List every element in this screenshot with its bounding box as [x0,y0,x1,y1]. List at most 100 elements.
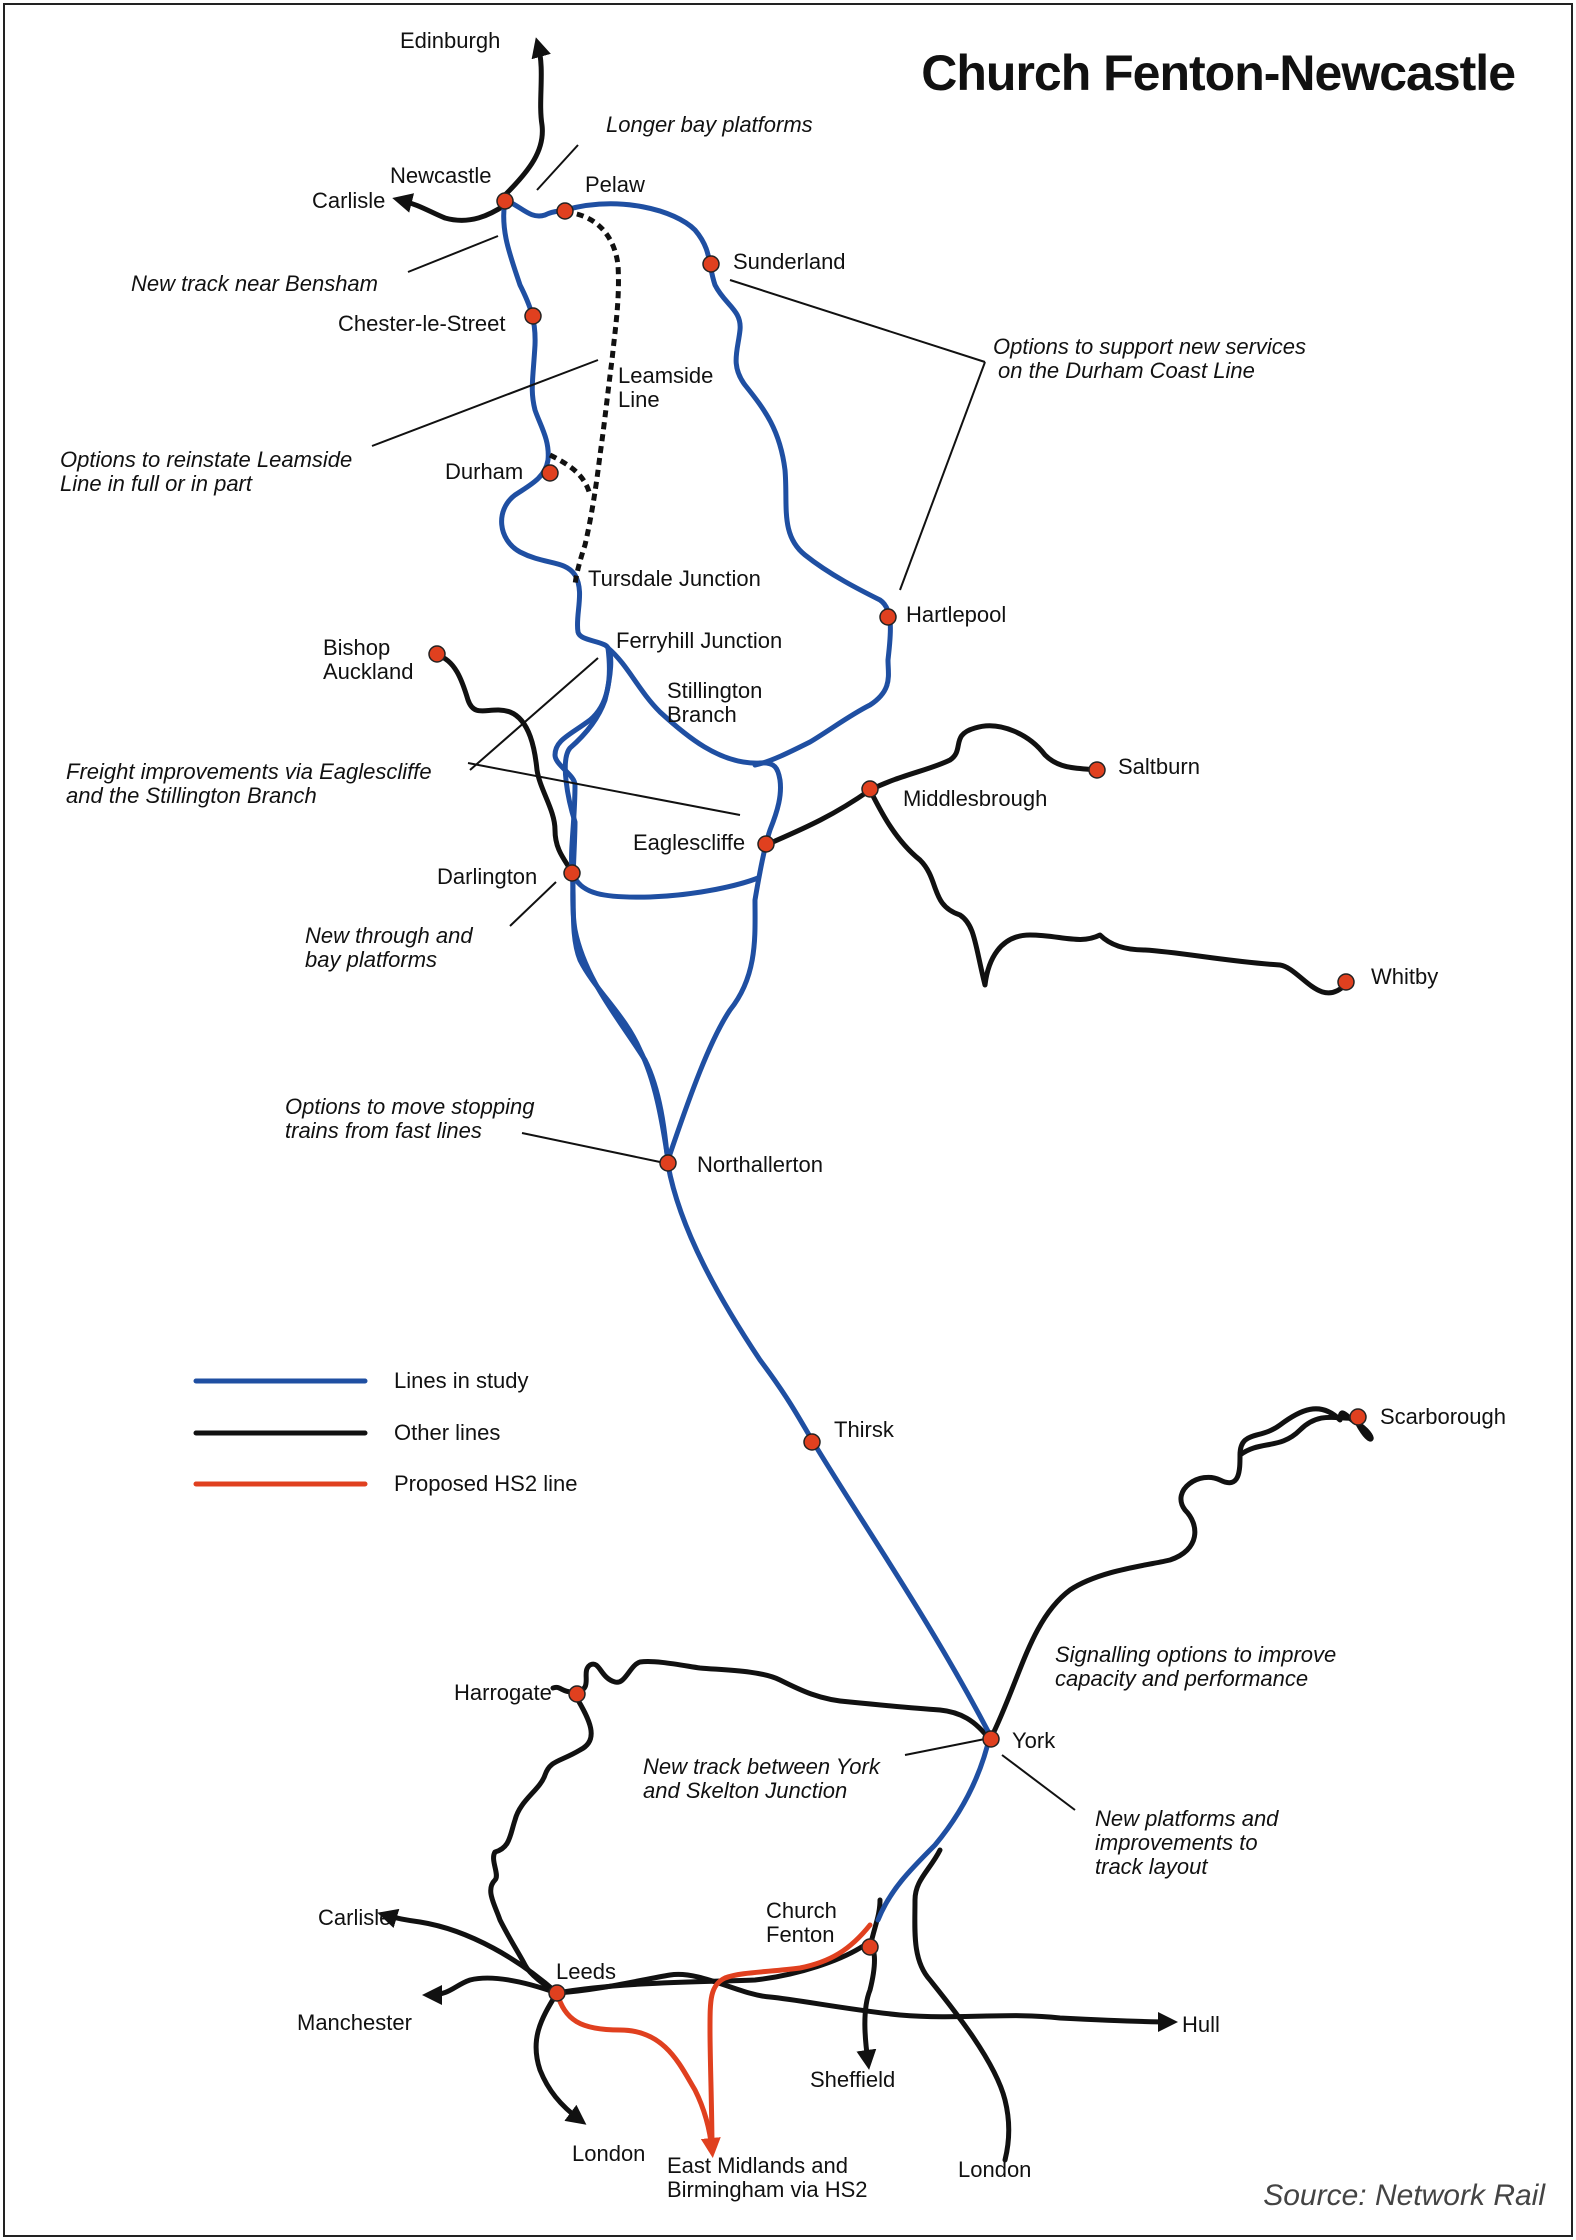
station-label-hull: Hull [1182,2012,1220,2037]
station-label-scarborough: Scarborough [1380,1404,1506,1429]
station-label-sheffield: Sheffield [810,2067,895,2092]
station-label-manchester: Manchester [297,2010,412,2035]
line-scarborough-end [1237,1414,1358,1458]
station-dot-york [982,1730,1000,1748]
station-label-london-york: London [958,2157,1031,2182]
leamside-label-1: Leamside [618,363,713,388]
station-dot-northallerton [659,1154,677,1172]
line-bishop-auckland [434,652,575,875]
station-dot-thirsk [803,1433,821,1451]
annotation-longer-bay: Longer bay platforms [606,112,813,137]
hs2-lines [554,1922,873,2158]
station-label-hartlepool: Hartlepool [906,602,1006,627]
leamside-line [564,209,621,586]
annotation-leaders [371,144,1076,1811]
station-label-durham: Durham [445,459,523,484]
line-carlisle-north [392,193,508,223]
line-manchester [422,1975,560,2005]
annotation-signalling-1: Signalling options to improve [1055,1642,1336,1667]
hs2-leeds [554,1990,721,2158]
station-dot-whitby [1337,973,1355,991]
map-title: Church Fenton-Newcastle [921,45,1515,101]
ecml-main [499,197,993,1923]
annotation-durham-coast-1: Options to support new services [993,334,1306,359]
station-label-pelaw: Pelaw [585,172,645,197]
line-york-london [912,1847,1012,2163]
station-dot-durham [541,464,559,482]
other-lines [377,37,1374,2163]
station-label-eaglescliffe: Eaglescliffe [633,830,745,855]
map-frame [3,3,1573,2237]
station-label-leeds: Leeds [556,1959,616,1984]
annotation-skelton-2: and Skelton Junction [643,1778,847,1803]
station-label-edinburgh: Edinburgh [400,28,500,53]
station-label-thirsk: Thirsk [834,1417,895,1442]
station-label-london-leeds: London [572,2141,645,2166]
station-label-church-fenton-2: Fenton [766,1922,835,1947]
station-dot-bishop-auckland [428,645,446,663]
annotation-durham-coast-2: on the Durham Coast Line [998,358,1255,383]
annotation-signalling-2: capacity and performance [1055,1666,1308,1691]
station-label-northallerton: Northallerton [697,1152,823,1177]
line-stillington [605,645,783,1163]
annotations: Longer bay platforms New track near Bens… [60,112,1336,1879]
annotation-darlington-2: bay platforms [305,947,437,972]
station-label-bishop-auckland-2: Auckland [323,659,414,684]
line-hull [554,1971,1178,2032]
annotation-darlington-1: New through and [305,923,473,948]
line-london-leeds [533,1990,587,2125]
annotation-york-platforms-2: improvements to [1095,1830,1258,1855]
line-whitby [867,787,1348,996]
annotation-skelton-1: New track between York [643,1754,881,1779]
station-dot-saltburn [1088,761,1106,779]
station-label-darlington: Darlington [437,864,537,889]
station-label-harrogate: Harrogate [454,1680,552,1705]
annotation-york-platforms-1: New platforms and [1095,1806,1279,1831]
leamside-durham-link [548,452,593,496]
station-dot-pelaw [556,202,574,220]
station-dot-sunderland [702,255,720,273]
station-label-east-midlands-1: East Midlands and [667,2153,848,2178]
source-credit: Source: Network Rail [1263,2179,1546,2212]
legend: Lines in study Other lines Proposed HS2 … [193,1368,577,1496]
annotation-stopping-1: Options to move stopping [285,1094,535,1119]
leamside-label-2: Line [618,387,660,412]
legend-label-hs2: Proposed HS2 line [394,1471,577,1496]
line-carlisle-south [377,1908,560,1996]
line-scarborough [987,1406,1374,1743]
study-lines [499,197,993,1923]
station-label-middlesbrough: Middlesbrough [903,786,1047,811]
station-label-sunderland: Sunderland [733,249,846,274]
station-label-tursdale: Tursdale Junction [588,566,761,591]
stillington-label-1: Stillington [667,678,762,703]
station-dot-chester-le-street [524,307,542,325]
station-dot-darlington [563,864,581,882]
line-sheffield [554,1942,877,2070]
line-newcastle-pelaw [502,197,568,219]
station-dot-middlesbrough [861,780,879,798]
station-dots [428,192,1367,2002]
station-dot-harrogate [568,1685,586,1703]
line-darlington-eaglescliffe [569,869,761,900]
annotation-leamside-1: Options to reinstate Leamside [60,447,352,472]
stillington-label-2: Branch [667,702,737,727]
station-label-york: York [1012,1728,1056,1753]
line-darlington-loop [552,645,671,1163]
station-label-saltburn: Saltburn [1118,754,1200,779]
line-edinburgh [502,37,551,198]
hs2-church-fenton [707,1922,873,2153]
station-dot-hartlepool [879,608,897,626]
annotation-york-platforms-3: track layout [1095,1854,1208,1879]
station-label-church-fenton-1: Church [766,1898,837,1923]
annotation-leamside-2: Line in full or in part [60,471,253,496]
annotation-freight-2: and the Stillington Branch [66,783,317,808]
station-dot-eaglescliffe [757,835,775,853]
annotation-bensham: New track near Bensham [131,271,378,296]
station-label-chester-le-street: Chester-le-Street [338,311,506,336]
annotation-stopping-2: trains from fast lines [285,1118,482,1143]
station-label-ferryhill: Ferryhill Junction [616,628,782,653]
legend-label-other: Other lines [394,1420,500,1445]
line-middlesbrough [763,723,1100,848]
annotation-freight-1: Freight improvements via Eaglescliffe [66,759,432,784]
